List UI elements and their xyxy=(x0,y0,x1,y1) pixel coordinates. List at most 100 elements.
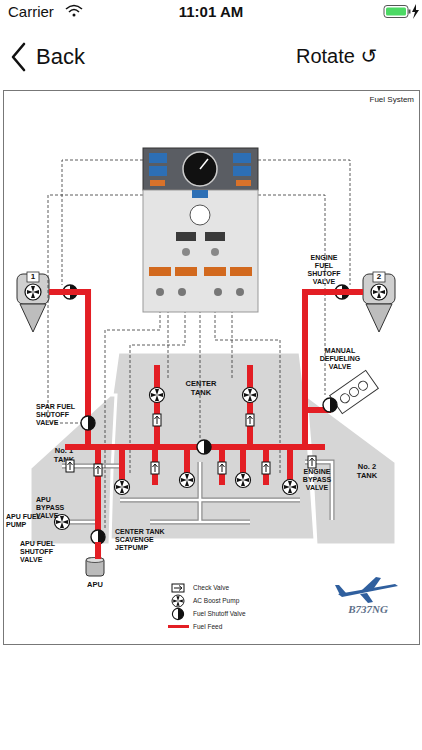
defueling-valve-box xyxy=(348,386,361,399)
fuel-feed-pipe xyxy=(302,395,308,447)
fuel-feed-pipe xyxy=(68,444,322,450)
legend-text: Check Valve xyxy=(193,583,303,592)
overhead-fuel-panel xyxy=(175,267,197,276)
defueling-valve-box xyxy=(339,392,352,405)
engine-pod-outline xyxy=(371,284,387,300)
shutoff-valve-symbol xyxy=(323,398,337,412)
apu-unit: APU xyxy=(80,556,110,592)
control-wire xyxy=(200,310,201,440)
check-valve-symbol xyxy=(262,462,270,474)
node-text: No. 2 TANK xyxy=(350,463,384,480)
engine-pod: 2 xyxy=(360,270,398,334)
node-text: 2 xyxy=(373,272,385,282)
overhead-fuel-panel xyxy=(176,232,196,241)
engine-pod-outline xyxy=(371,284,387,300)
engine-pod-outline xyxy=(373,272,385,282)
part-label: APU BYPASS VALVE xyxy=(36,496,78,520)
overhead-fuel-panel xyxy=(149,153,167,163)
boost-pump-symbol xyxy=(150,388,165,403)
carrier-name: Carrier xyxy=(8,3,68,20)
overhead-fuel-panel xyxy=(143,148,258,190)
overhead-fuel-panel xyxy=(150,180,165,186)
fuel-feed-pipe xyxy=(152,447,158,482)
control-wire xyxy=(258,160,350,285)
wifi-icon xyxy=(66,6,82,10)
legend-symbol xyxy=(172,595,184,607)
battery-icon xyxy=(412,4,419,19)
part-label: ENGINE BYPASS VALVE xyxy=(296,468,338,492)
battery-icon xyxy=(409,10,411,14)
overhead-fuel-panel xyxy=(233,166,251,176)
fuel-tank-outline xyxy=(30,395,116,545)
node-text: CENTER TANK xyxy=(180,380,222,397)
diagram-title: Fuel System xyxy=(300,95,414,104)
logo-text: B737NG xyxy=(336,603,400,616)
overhead-fuel-panel xyxy=(211,248,219,256)
engine-pod-outline xyxy=(27,286,39,298)
control-wire xyxy=(105,310,160,530)
legend-symbol xyxy=(172,584,184,592)
check-valve-symbol xyxy=(94,464,102,476)
fuel-feed-pipe xyxy=(154,368,160,447)
overhead-fuel-panel xyxy=(236,288,244,296)
overhead-fuel-panel xyxy=(143,148,258,312)
check-valve-symbol xyxy=(66,460,74,472)
shutoff-valve-symbol xyxy=(81,416,95,430)
shutoff-valve-symbol xyxy=(197,440,211,454)
boost-pump-symbol xyxy=(236,473,251,488)
legend-text: AC Boost Pump xyxy=(193,596,303,605)
node-text: APU xyxy=(80,580,110,590)
overhead-fuel-panel xyxy=(149,166,167,176)
shutoff-valve-symbol xyxy=(91,530,105,544)
engine-pod-outline xyxy=(25,284,41,300)
boost-pump-symbol xyxy=(115,480,130,495)
overhead-fuel-panel xyxy=(200,159,208,169)
back-button: Back xyxy=(36,44,106,69)
overhead-fuel-panel xyxy=(236,180,251,186)
check-valve-symbol xyxy=(66,414,316,476)
engine-pod-outline xyxy=(27,272,39,282)
legend-symbol xyxy=(172,584,184,620)
overhead-fuel-panel xyxy=(149,267,171,276)
secondary-pipe xyxy=(150,521,250,524)
overhead-fuel-panel xyxy=(182,248,190,256)
control-wire xyxy=(232,310,233,380)
part-label: CENTER TANK SCAVENGE JETPUMP xyxy=(115,528,185,552)
fuel-feed-pipe xyxy=(263,447,269,482)
overhead-fuel-panel xyxy=(214,288,222,296)
secondary-pipe xyxy=(120,499,300,502)
diagram-frame xyxy=(4,91,420,645)
battery-icon xyxy=(386,8,406,16)
boost-pump-symbol xyxy=(55,388,298,530)
part-label: ENGINE FUEL SHUTOFF VALVE xyxy=(303,254,345,286)
part-label: MANUAL DEFUELING VALVE xyxy=(314,347,366,371)
legend-symbol xyxy=(172,584,184,592)
overhead-fuel-panel xyxy=(192,190,208,198)
overhead-fuel-panel xyxy=(230,267,252,276)
airplane-logo xyxy=(335,585,346,595)
fuel-feed-line xyxy=(52,292,88,395)
secondary-pipe xyxy=(199,462,202,522)
part-label: SPAR FUEL SHUTOFF VALVE xyxy=(36,403,86,427)
secondary-pipe xyxy=(120,498,300,503)
airplane-logo xyxy=(362,577,381,591)
legend-symbol xyxy=(172,608,183,619)
boost-pump-symbol xyxy=(180,473,195,488)
check-valve-symbol xyxy=(218,462,226,474)
fuel-feed-pipe xyxy=(68,368,328,545)
legend-swatch xyxy=(168,625,189,628)
battery-icon xyxy=(384,6,408,18)
clock-time: 11:01 AM xyxy=(151,3,271,20)
control-wire xyxy=(62,160,143,285)
wifi-icon xyxy=(73,14,76,17)
back-chevron xyxy=(13,44,24,70)
legend-symbol xyxy=(172,595,184,607)
engine-pod-outline xyxy=(366,304,392,332)
overhead-fuel-panel xyxy=(178,288,186,296)
defueling-valve-box xyxy=(357,379,370,392)
fuel-feed-pipe xyxy=(247,368,253,447)
wifi-icon xyxy=(66,6,82,17)
engine-pod-outline xyxy=(20,304,46,332)
overhead-fuel-panel xyxy=(156,288,164,296)
